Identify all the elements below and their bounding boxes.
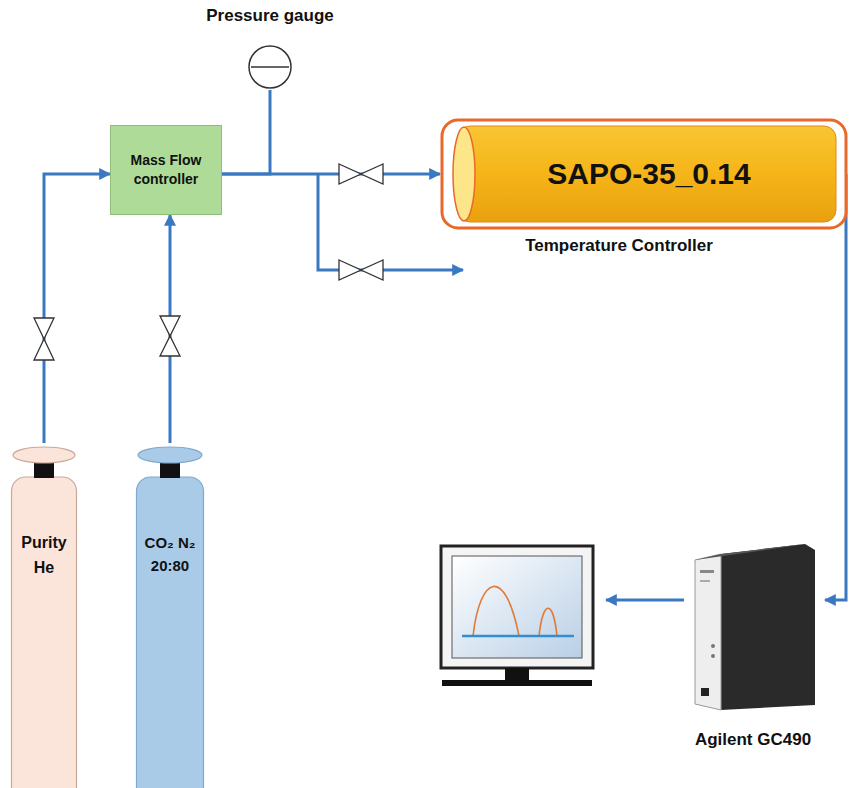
process-box: Mass Flow controller xyxy=(110,125,222,215)
gas-cylinder: Purity He xyxy=(10,443,78,788)
node-label: Agilent GC490 xyxy=(683,730,823,750)
signal-arrow xyxy=(606,599,684,602)
gas-cylinder: CO₂ N₂ 20:80 xyxy=(135,443,205,788)
node-shape xyxy=(10,443,78,788)
node-label: CO₂ N₂ 20:80 xyxy=(135,443,205,578)
material-label: SAPO-35_0.14 xyxy=(440,118,848,230)
node-label: Temperature Controller xyxy=(440,236,848,256)
node-shape xyxy=(135,443,205,788)
flow-connector xyxy=(222,90,270,174)
flow-connector xyxy=(44,174,110,443)
node-shape xyxy=(683,540,823,758)
reactor-column: SAPO-35_0.14Temperature Controller xyxy=(440,118,848,258)
computer-monitor xyxy=(441,546,593,686)
node-label: Pressure gauge xyxy=(200,6,340,26)
node-label: Mass Flow controller xyxy=(115,151,217,189)
pressure-gauge: Pressure gauge xyxy=(200,6,340,90)
node-label: Purity He xyxy=(10,443,78,581)
gas-chromatograph: Agilent GC490 xyxy=(683,540,823,758)
flow-connector xyxy=(825,174,846,600)
